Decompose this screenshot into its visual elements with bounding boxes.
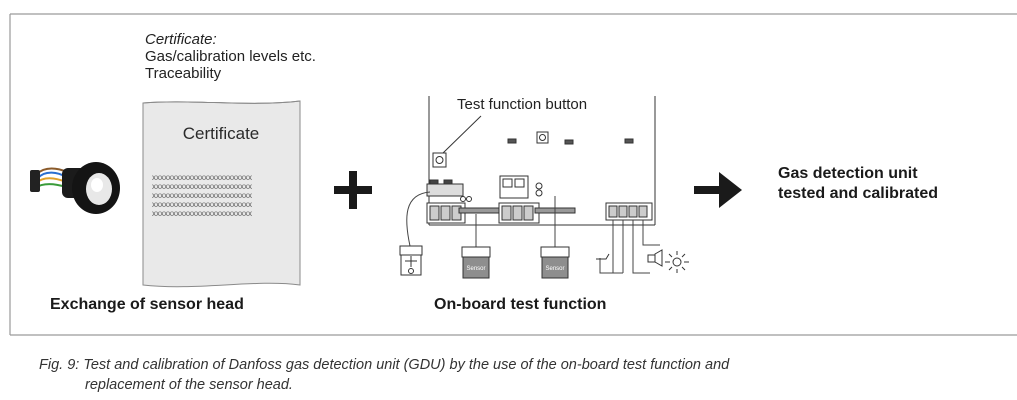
plus-icon: [334, 171, 372, 209]
pcb-board: [426, 96, 656, 226]
certificate-note: Certificate: Gas/calibration levels etc.…: [145, 31, 316, 82]
fan-icon: [399, 245, 423, 276]
certificate-lines: xxxxxxxxxxxxxxxxxxxxxxxxx xxxxxxxxxxxxxx…: [152, 173, 252, 218]
svg-text:xxxxxxxxxxxxxxxxxxxxxxxxx: xxxxxxxxxxxxxxxxxxxxxxxxx: [152, 209, 252, 218]
certificate-sheet: [142, 100, 301, 288]
figure-caption: Fig. 9: Test and calibration of Danfoss …: [39, 355, 729, 395]
sensor-module-2: [540, 246, 570, 279]
certificate-title: Certificate: [183, 124, 260, 143]
arrow-right-icon: [694, 172, 742, 208]
sensor-label-2: Sensor: [545, 266, 564, 272]
svg-text:xxxxxxxxxxxxxxxxxxxxxxxxx: xxxxxxxxxxxxxxxxxxxxxxxxx: [152, 173, 252, 182]
result-label: Gas detection unit tested and calibrated: [778, 164, 938, 204]
switch-icon: [596, 253, 610, 260]
svg-text:xxxxxxxxxxxxxxxxxxxxxxxxx: xxxxxxxxxxxxxxxxxxxxxxxxx: [152, 200, 252, 209]
certificate-note-line1: Gas/calibration levels etc.: [145, 48, 316, 65]
certificate-note-heading: Certificate:: [145, 31, 217, 48]
sensor-label-1: Sensor: [466, 266, 485, 272]
certificate-note-line2: Traceability: [145, 65, 222, 82]
lamp-icon: [665, 251, 689, 273]
result-line1: Gas detection unit: [778, 165, 918, 182]
caption-line2: replacement of the sensor head.: [85, 377, 293, 393]
test-function-button-label: Test function button: [457, 96, 588, 113]
svg-text:xxxxxxxxxxxxxxxxxxxxxxxxx: xxxxxxxxxxxxxxxxxxxxxxxxx: [152, 191, 252, 200]
caption-line1: Fig. 9: Test and calibration of Danfoss …: [39, 357, 730, 373]
horn-icon: [647, 249, 663, 267]
label-onboard-test: On-board test function: [434, 296, 607, 313]
svg-text:xxxxxxxxxxxxxxxxxxxxxxxxx: xxxxxxxxxxxxxxxxxxxxxxxxx: [152, 182, 252, 191]
sensor-head-icon: [30, 162, 120, 214]
label-exchange-sensor-head: Exchange of sensor head: [50, 296, 244, 313]
result-line2: tested and calibrated: [778, 185, 939, 202]
sensor-module-1: [461, 246, 491, 279]
